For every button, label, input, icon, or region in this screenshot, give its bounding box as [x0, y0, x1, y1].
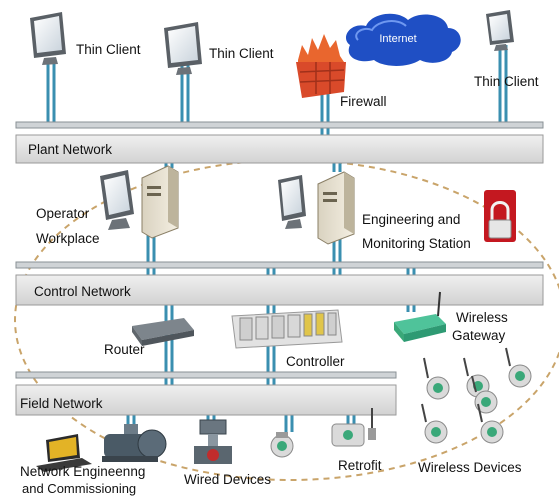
wireless-gateway-label-line2: Gateway	[452, 328, 506, 343]
wireless-device-icon	[421, 403, 448, 444]
wireless-device-icon	[505, 347, 532, 388]
plant-network-label: Plant Network	[28, 142, 113, 157]
thin-client-2-icon	[164, 22, 202, 75]
engineering-label-line1: Engineering and	[362, 212, 461, 227]
retrofit-device-icon	[331, 408, 376, 447]
wired-transmitter-icon	[270, 432, 294, 458]
router-label: Router	[104, 342, 145, 357]
firewall-icon	[296, 34, 346, 98]
wireless-device-icon	[471, 375, 498, 414]
control-network-label: Control Network	[34, 284, 131, 299]
security-lock-icon	[484, 190, 516, 242]
plant-network-bus	[15, 121, 544, 164]
plant-boundary-ellipse	[14, 159, 559, 481]
thin-client-3-icon	[486, 10, 514, 51]
engineering-station-icon	[278, 171, 355, 245]
valve-icon	[194, 419, 232, 464]
thin-client-1-icon	[30, 12, 66, 65]
wired-devices-label: Wired Devices	[184, 472, 272, 487]
thin-client-3-label: Thin Client	[474, 74, 539, 89]
router-icon	[132, 318, 194, 346]
wireless-devices-label: Wireless Devices	[418, 460, 522, 475]
network-engineering-label-line2: and Commissioning	[22, 481, 137, 496]
wireless-device-icon	[477, 403, 504, 444]
engineering-label-line2: Monitoring Station	[362, 236, 471, 251]
wireless-devices-cluster	[421, 347, 532, 444]
controller-label: Controller	[286, 354, 345, 369]
operator-label-line1: Operator	[36, 206, 90, 221]
wireless-gateway-label-line1: Wireless	[456, 310, 508, 325]
firewall-label: Firewall	[340, 94, 387, 109]
internet-cloud-icon	[345, 13, 461, 66]
wireless-device-icon	[423, 357, 450, 400]
laptop-icon	[36, 434, 92, 472]
field-network-bus	[15, 371, 397, 416]
operator-workplace-icon	[100, 165, 179, 239]
pump-icon	[102, 424, 167, 462]
thin-client-2-label: Thin Client	[209, 46, 274, 61]
control-network-bus	[15, 261, 544, 306]
operator-label-line2: Workplace	[36, 231, 100, 246]
thin-client-1-label: Thin Client	[76, 42, 141, 57]
network-engineering-label-line1: Network Engineenng	[20, 464, 146, 479]
retrofit-label: Retrofit	[338, 458, 382, 473]
field-network-label: Field Network	[20, 396, 103, 411]
internet-label: Internet	[379, 33, 416, 45]
wireless-gateway-icon	[394, 291, 446, 342]
controller-icon	[231, 309, 343, 349]
